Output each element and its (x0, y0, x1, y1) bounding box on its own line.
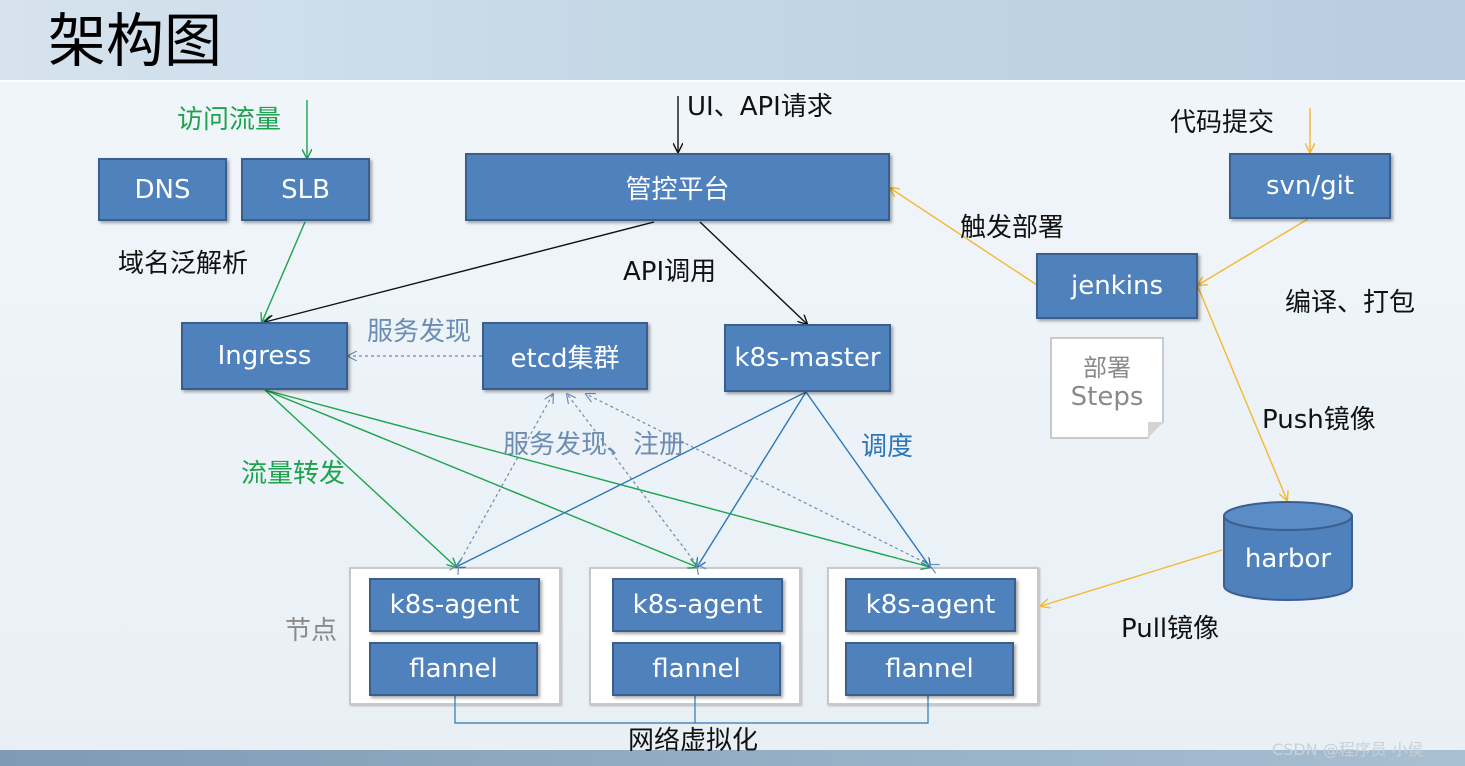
arrow-master-to-agent-1 (456, 391, 807, 567)
network-virtualization-bracket (454, 695, 929, 724)
title-bar (0, 0, 1465, 82)
label-push-image: Push镜像 (1262, 405, 1376, 435)
arrow-ingress-to-agent-1 (264, 389, 456, 567)
etcd-box[interactable]: etcd集群 (482, 322, 648, 390)
arrow-agent-3-etcd (586, 394, 930, 565)
ingress-box[interactable]: Ingress (181, 322, 348, 390)
note-subtitle: Steps (1070, 382, 1144, 412)
arrow-svn-to-jenkins (1198, 218, 1309, 285)
k8s-agent-box-3[interactable]: k8s-agent (845, 578, 1016, 632)
harbor-database-icon[interactable] (1222, 500, 1354, 602)
footer-bar (0, 750, 1465, 766)
arrow-slb-to-ingress (262, 221, 306, 322)
k8s-agent-box-1[interactable]: k8s-agent (369, 578, 540, 632)
label-build-package: 编译、打包 (1285, 288, 1416, 318)
flannel-box-3[interactable]: flannel (845, 642, 1014, 696)
label-ui-api-request: UI、API请求 (687, 92, 833, 122)
label-traffic-forward: 流量转发 (241, 459, 346, 489)
label-code-commit: 代码提交 (1170, 108, 1275, 138)
arrow-ingress-to-agent-3 (264, 389, 930, 567)
watermark: CSDN @程序员 小侯 (1272, 740, 1424, 759)
label-schedule: 调度 (861, 432, 914, 462)
harbor-label: harbor (1244, 544, 1332, 574)
k8s-agent-box-2[interactable]: k8s-agent (612, 578, 783, 632)
label-node: 节点 (285, 616, 338, 646)
label-traffic-in: 访问流量 (177, 105, 282, 135)
jenkins-box[interactable]: jenkins (1036, 253, 1198, 319)
label-pull-image: Pull镜像 (1121, 614, 1220, 644)
svn-git-box[interactable]: svn/git (1229, 153, 1391, 219)
slide-title: 架构图 (48, 7, 223, 75)
label-service-discovery: 服务发现 (367, 317, 472, 347)
label-network-virtualization: 网络虚拟化 (628, 726, 759, 756)
arrow-platform-to-ingress (265, 221, 655, 322)
dns-box[interactable]: DNS (98, 158, 227, 221)
label-dns-resolve: 域名泛解析 (118, 249, 249, 279)
flannel-box-2[interactable]: flannel (612, 642, 781, 696)
arrow-master-to-agent-3 (805, 391, 930, 567)
label-trigger-deploy: 触发部署 (960, 213, 1065, 243)
deploy-steps-note (1050, 337, 1164, 439)
k8s-master-box[interactable]: k8s-master (724, 324, 891, 392)
arrow-platform-to-master (699, 221, 807, 324)
note-fold-corner (1148, 422, 1164, 438)
platform-box[interactable]: 管控平台 (465, 153, 890, 221)
label-discovery-register: 服务发现、注册 (503, 430, 686, 460)
arrow-master-to-agent-2 (697, 391, 807, 567)
arrow-agent-1-etcd (458, 394, 553, 565)
note-title: 部署 (1083, 354, 1131, 382)
flannel-box-1[interactable]: flannel (369, 642, 538, 696)
label-api-call: API调用 (623, 257, 717, 287)
arrow-harbor-to-node (1041, 549, 1223, 606)
slb-box[interactable]: SLB (241, 158, 370, 221)
arrow-jenkins-to-harbor (1197, 286, 1287, 500)
arrow-jenkins-to-platform (890, 188, 1038, 286)
